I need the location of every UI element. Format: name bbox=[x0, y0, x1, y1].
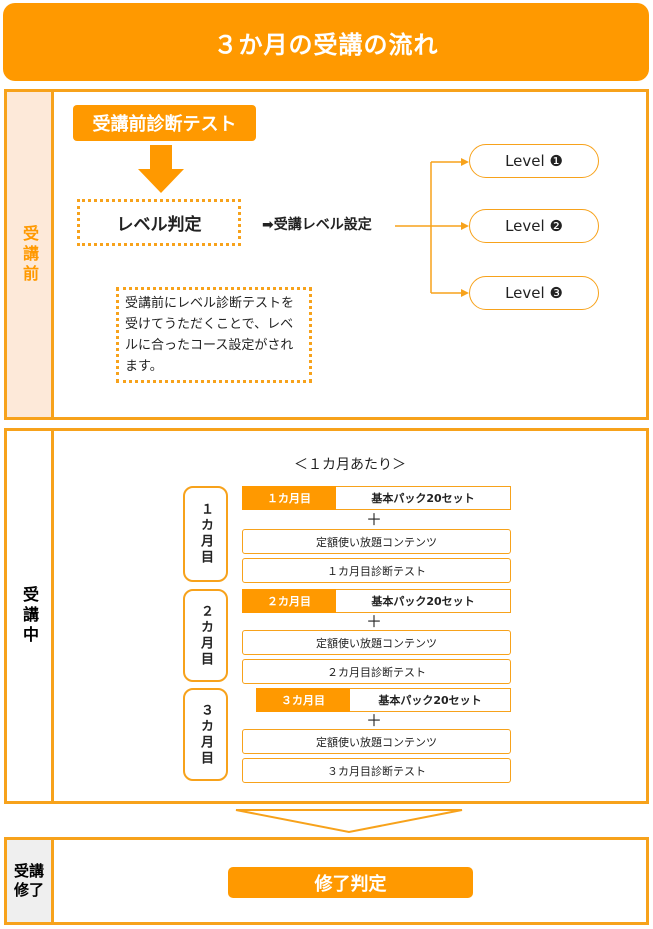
month-1-tag: １カ月目 bbox=[242, 486, 336, 510]
month-2-plus: ＋ bbox=[365, 612, 382, 631]
month-3-box: ３カ月目 bbox=[183, 688, 228, 781]
complete-side-label: 受講 修了 bbox=[7, 840, 54, 922]
level-setting-label: ➡受講レベル設定 bbox=[262, 217, 372, 233]
month-2-tag: ２カ月目 bbox=[242, 589, 336, 613]
pre-course-side-label: 受講前 bbox=[7, 92, 54, 417]
month-1-pack: 基本パック20セット bbox=[336, 486, 511, 510]
complete-side-label-line2: 修了 bbox=[13, 881, 44, 899]
month-3-test: ３カ月目診断テスト bbox=[242, 758, 511, 783]
completion-judgement-label: 修了判定 bbox=[228, 867, 473, 898]
level-2-pill: Level ❷ bbox=[469, 209, 599, 243]
level-branch-connector bbox=[395, 158, 469, 297]
per-month-label: ＜１カ月あたり＞ bbox=[294, 457, 406, 473]
month-2-unlimited: 定額使い放題コンテンツ bbox=[242, 630, 511, 655]
section-down-arrow-icon bbox=[235, 809, 463, 834]
pre-course-note: 受講前にレベル診断テストを受けてうただくことで、レベルに合ったコース設定がされま… bbox=[116, 287, 312, 383]
level-judgement-box: レベル判定 bbox=[77, 199, 241, 246]
complete-side-label-line1: 受講 bbox=[13, 862, 44, 881]
month-2-box: ２カ月目 bbox=[183, 589, 228, 682]
diagnostic-test-label: 受講前診断テスト bbox=[73, 105, 256, 141]
month-3-unlimited: 定額使い放題コンテンツ bbox=[242, 729, 511, 754]
pre-course-note-text: 受講前にレベル診断テストを受けてうただくことで、レベルに合ったコース設定がされま… bbox=[125, 296, 295, 374]
month-3-plus: ＋ bbox=[365, 711, 382, 730]
month-1-test: １カ月目診断テスト bbox=[242, 558, 511, 583]
level-1-pill: Level ❶ bbox=[469, 144, 599, 178]
month-2-test: ２カ月目診断テスト bbox=[242, 659, 511, 684]
level-judgement-label: レベル判定 bbox=[116, 215, 202, 235]
level-3-pill: Level ❸ bbox=[469, 276, 599, 310]
month-1-plus: ＋ bbox=[365, 510, 382, 529]
month-3-pack: 基本パック20セット bbox=[350, 688, 511, 712]
month-3-tag: ３カ月目 bbox=[256, 688, 350, 712]
during-course-side-label: 受講中 bbox=[7, 431, 54, 801]
page-title: ３か月の受講の流れ bbox=[3, 3, 649, 81]
month-1-unlimited: 定額使い放題コンテンツ bbox=[242, 529, 511, 554]
down-arrow-icon bbox=[138, 145, 184, 193]
month-2-pack: 基本パック20セット bbox=[336, 589, 511, 613]
month-1-box: １カ月目 bbox=[183, 486, 228, 582]
